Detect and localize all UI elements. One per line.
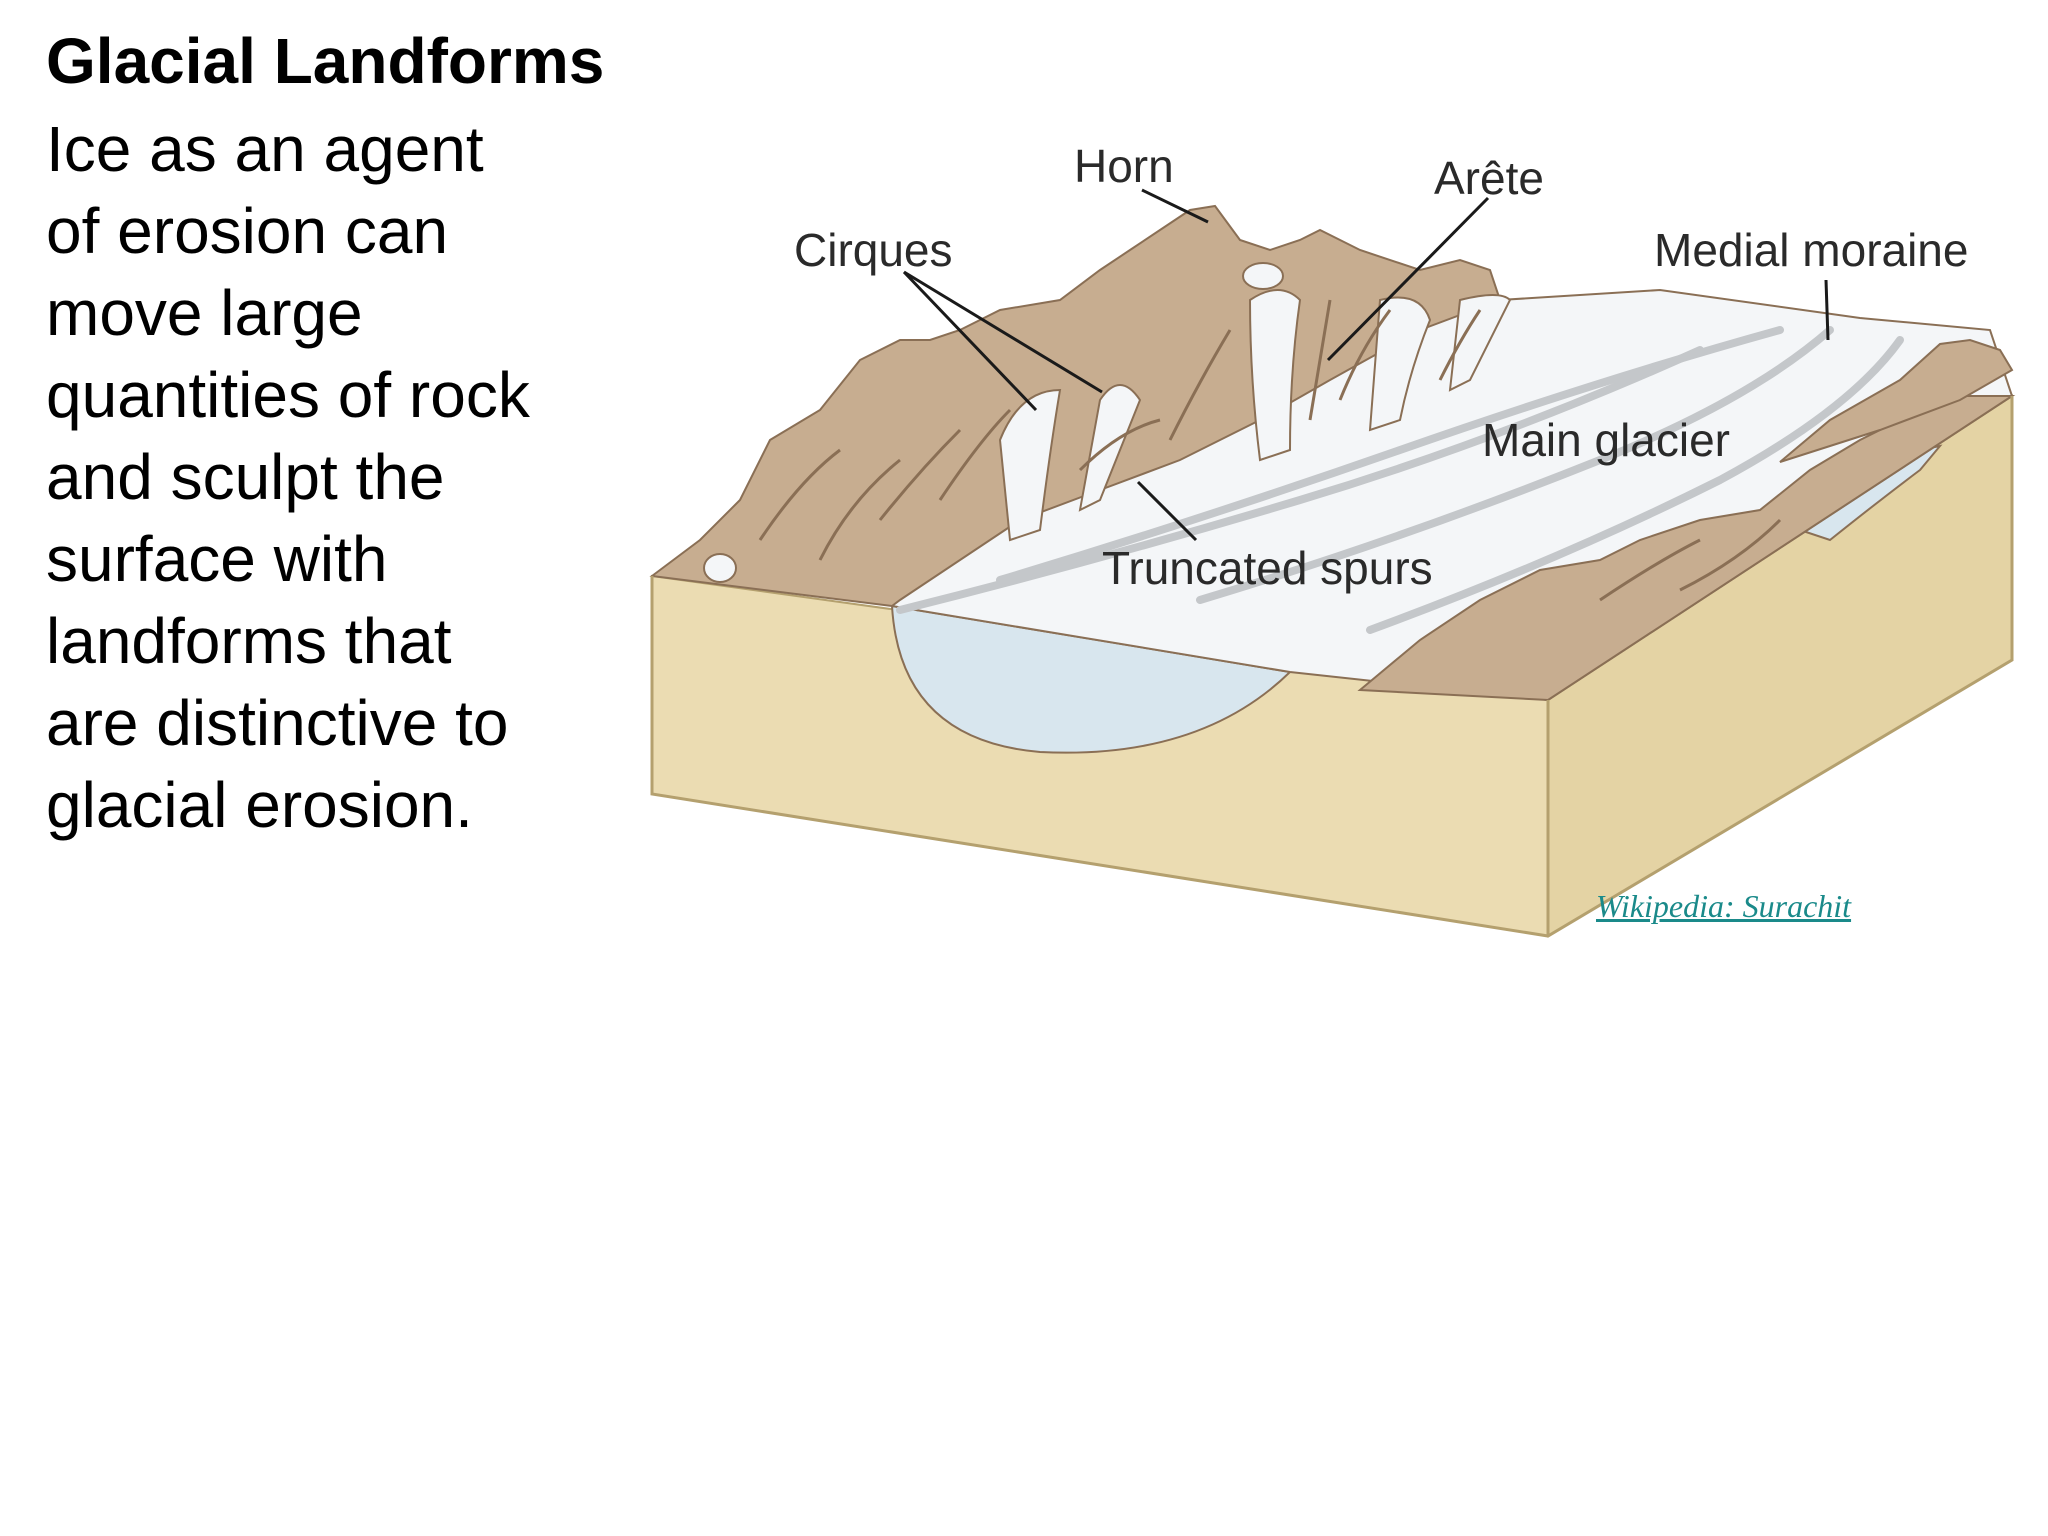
arete-label: Arête [1434, 152, 1544, 204]
cirque-ice-4 [1368, 296, 1432, 432]
body-line: Ice as an agent [46, 113, 484, 185]
cirques-label: Cirques [794, 224, 953, 276]
cirque-ice-5 [1448, 294, 1512, 392]
medial-moraine-stripes [896, 326, 1904, 634]
medial-moraine-label: Medial moraine [1654, 224, 1968, 276]
slide-body-text: Ice as an agent of erosion can move larg… [46, 108, 606, 846]
rock-wedge-right [1779, 338, 2014, 463]
truncated-spurs-label: Truncated spurs [1102, 542, 1433, 594]
block-outline [650, 396, 2014, 938]
body-line: surface with [46, 523, 388, 595]
body-line: are distinctive to [46, 687, 509, 759]
image-credit-link[interactable]: Wikipedia: Surachit [1596, 888, 1852, 924]
leader-lines [902, 188, 1830, 542]
body-line: of erosion can [46, 195, 449, 267]
body-line: move large [46, 277, 363, 349]
glacial-landforms-diagram: Horn Arête Cirques Medial moraine Main g… [640, 120, 2020, 940]
cirque-ice-1 [998, 388, 1062, 542]
valley-ice-section [890, 604, 1293, 754]
cirque-ice-3 [1248, 289, 1302, 462]
slide-title: Glacial Landforms [46, 25, 605, 97]
left-snow-patch [703, 553, 737, 583]
cirque-ice-2 [1078, 384, 1142, 512]
horn-label: Horn [1074, 140, 1174, 192]
diagram-svg: Horn Arête Cirques Medial moraine Main g… [649, 140, 2016, 938]
body-line: and sculpt the [46, 441, 445, 513]
body-line: landforms that [46, 605, 452, 677]
body-line: quantities of rock [46, 359, 530, 431]
ridge-detail-lines [758, 299, 1782, 602]
body-line: glacial erosion. [46, 769, 473, 841]
main-glacier-label: Main glacier [1482, 414, 1730, 466]
horn-snow-patch [1242, 262, 1284, 290]
